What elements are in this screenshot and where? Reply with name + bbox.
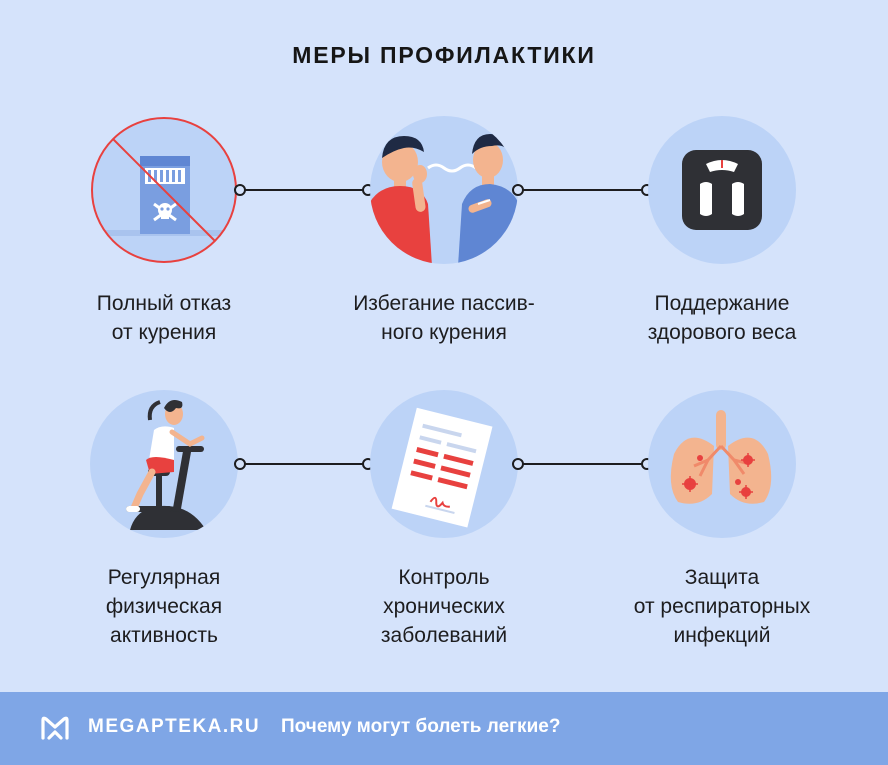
no-smoking-icon <box>91 117 237 263</box>
connector-line <box>244 189 366 191</box>
passive-smoking-icon <box>370 116 518 264</box>
megapteka-logo-icon <box>41 716 69 740</box>
footer-caption: Почему могут болеть легкие? <box>281 716 561 737</box>
connector-line <box>244 463 366 465</box>
medical-document-icon <box>370 390 518 538</box>
connector-dot <box>512 458 524 470</box>
connector-line <box>520 463 644 465</box>
measure-label: Полный отказ от курения <box>96 292 232 344</box>
connector-line <box>520 189 644 191</box>
measure-label: Избегание пассив- ного курения <box>353 292 535 344</box>
measure-label: Поддержание здорового веса <box>647 292 797 344</box>
scale-icon <box>648 116 796 264</box>
connector-dot <box>234 458 246 470</box>
connector-dot <box>512 184 524 196</box>
connector-dot <box>234 184 246 196</box>
measure-label: Контроль хронических заболеваний <box>380 566 508 647</box>
measure-label: Защита от респираторных инфекций <box>633 566 811 647</box>
exercise-bike-icon <box>90 390 238 538</box>
footer-bar: MEGAPTEKA.RU Почему могут болеть легкие? <box>0 692 888 765</box>
page-title: МЕРЫ ПРОФИЛАКТИКИ <box>292 42 596 68</box>
measure-label: Регулярная физическая активность <box>105 566 223 647</box>
brand-name[interactable]: MEGAPTEKA.RU <box>88 716 261 737</box>
infected-lungs-icon <box>648 390 796 538</box>
